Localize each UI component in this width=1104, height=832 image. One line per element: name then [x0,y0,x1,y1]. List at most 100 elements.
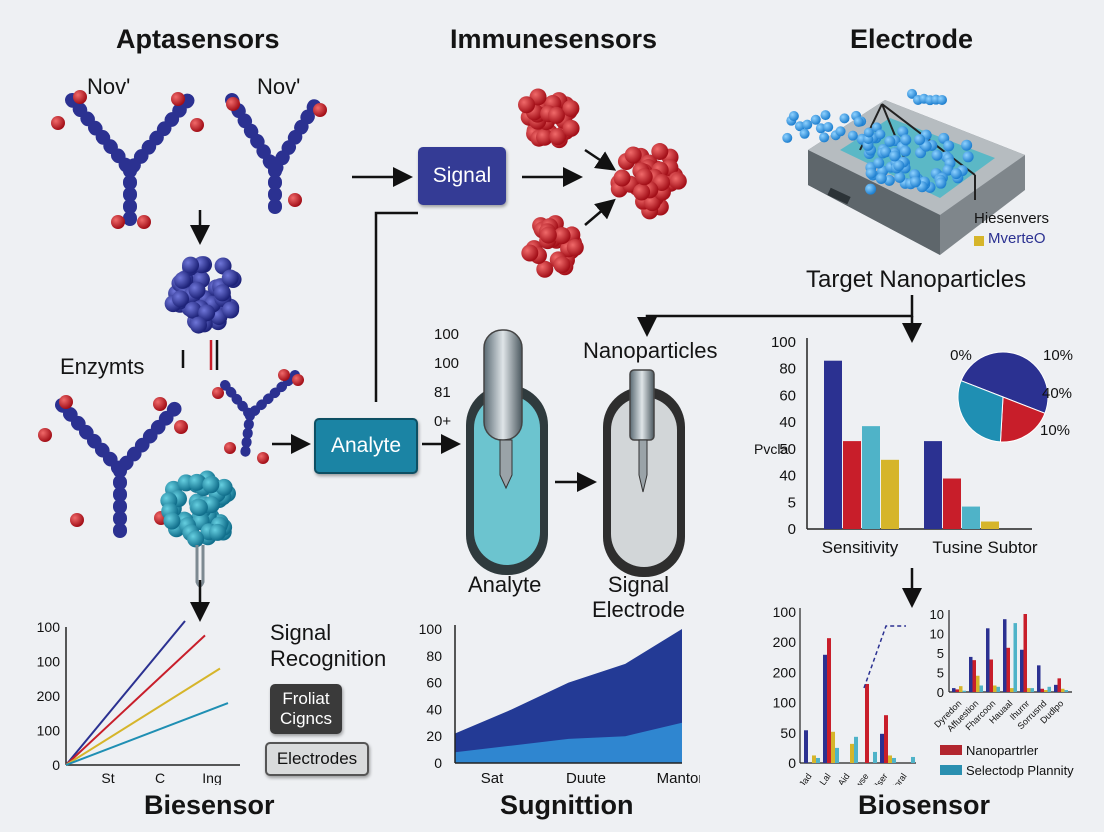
bar [827,638,831,763]
particle [839,113,850,124]
bar [824,360,842,529]
particle [962,151,974,163]
particle [553,256,571,274]
bar [1030,688,1034,692]
bar [911,756,915,763]
series-line [65,620,186,766]
particle [536,260,554,278]
particle [875,129,886,140]
heading-sugnittion: Sugnittion [500,790,634,820]
particle [182,256,200,274]
particle [190,316,208,334]
scale-number: 81 [434,384,451,401]
connector-arrows [181,148,922,622]
legend-label: Nanopartrler [966,743,1039,758]
bar [804,730,808,763]
y-tick-label: 100 [773,695,797,711]
particle [190,499,208,517]
heading-electrode: Electrode [850,24,974,54]
label-mverteo: MverteO [988,230,1046,247]
bar [976,675,980,692]
particle [802,119,813,130]
pie-label: 0% [950,347,972,364]
heading-biesensor: Biesensor [144,790,275,820]
y-tick-label: 10 [930,607,944,622]
y-tick-label: 0 [788,521,796,538]
analyte-box[interactable]: Analyte [314,418,418,474]
label-nov-right: Nov' [257,74,301,99]
bar [1064,690,1068,692]
bar [969,656,973,692]
froliat-cigncs-box[interactable]: Froliat Cigncs [270,684,342,734]
y-tick-label: 80 [779,361,796,378]
particle [613,169,631,187]
pie-slice [957,380,1004,443]
bar [816,757,820,763]
signal-box[interactable]: Signal [418,147,506,205]
bar [962,506,980,529]
electrodes-box[interactable]: Electrodes [265,742,369,776]
y-tick-label: 0 [937,685,944,700]
particle [188,281,206,299]
y-axis-label: Pvcla [754,441,788,457]
particle [823,122,834,133]
particle [899,145,911,157]
bar [989,659,993,692]
bar [952,688,956,692]
signal-electrode-tube [603,369,685,577]
particle [961,139,973,151]
particle [184,301,202,319]
antibody-molecule [212,369,304,464]
x-tick-label: Ing [202,770,221,785]
bar [1023,614,1027,692]
particle [172,290,190,308]
particle [536,128,554,146]
particle [873,157,885,169]
particle [788,111,799,122]
x-tick-label: Mantor [657,770,700,787]
particle [624,146,642,164]
area-series-light [455,722,682,763]
label-signal-recognition: Signal Recognition [270,620,387,671]
pie-slice [960,351,1049,414]
x-tick-label: St [101,770,114,785]
series-line [65,667,221,766]
legend-swatch [974,236,984,246]
y-tick-label: 100 [771,334,796,351]
label-enzymts: Enzymts [60,354,145,379]
antibody-molecule [225,93,327,222]
y-tick-label: 60 [426,675,442,691]
scale-number: 0+ [434,413,452,430]
label-nov-left: Nov' [87,74,131,99]
y-tick-label: 40 [426,701,442,717]
heading-biosensor: Biosensor [858,790,991,820]
heading-aptasensors: Aptasensors [116,24,280,54]
legend-swatch [940,745,962,755]
bar [854,736,858,763]
pie-slice [999,396,1046,443]
scale-number: 100 [434,355,460,372]
bar [955,689,959,692]
particle [819,132,830,143]
heading-immunesensors: Immunesensors [450,24,658,54]
y-tick-label: 0 [788,755,796,771]
label-analyte: Analyte [468,572,542,597]
particle [566,239,584,256]
legend-swatch [940,765,962,775]
bar [873,751,877,763]
bar [1037,665,1041,692]
pie-label: 10% [1043,347,1073,364]
series-line [65,702,229,766]
analyte-tube [466,329,548,575]
bar [1044,690,1048,692]
scale-number: 100 [434,326,460,343]
particle [539,226,557,244]
electrode-tray [782,88,1025,255]
bar-chart-small-right: 1010550DyredonAffuestionFharcoonHauaalIh… [930,607,1075,778]
bar [881,459,899,529]
y-tick-label: 5 [788,494,796,511]
y-tick-label: 0 [52,757,60,773]
